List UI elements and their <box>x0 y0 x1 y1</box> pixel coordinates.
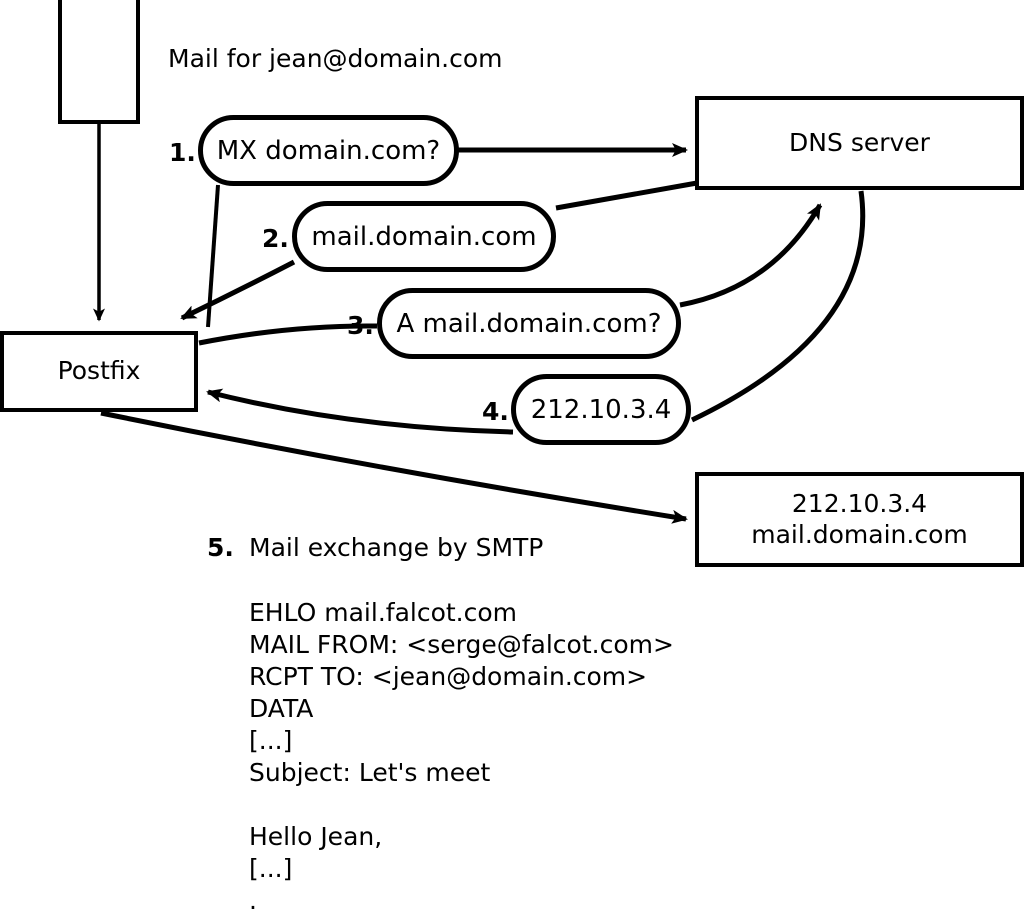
connector-bubble3-to-dns <box>679 203 823 308</box>
connector-bubble4-to-postfix <box>206 388 514 435</box>
smtp-transcript-line: [...] <box>249 854 293 883</box>
step-5-number: 5. <box>207 533 234 562</box>
smtp-transcript-line: EHLO mail.falcot.com <box>249 598 518 627</box>
connector-bubble2-to-postfix <box>180 259 296 321</box>
step-3-bubble: A mail.domain.com? <box>377 288 681 359</box>
page-title: Mail for jean@domain.com <box>168 44 503 73</box>
mail-server-box-hostname: mail.domain.com <box>751 519 968 549</box>
postfix-box-label: Postfix <box>57 356 141 386</box>
connector-dns-to-bubble2 <box>555 180 698 211</box>
connector-dns-to-bubble4 <box>690 190 866 423</box>
smtp-transcript-line: . <box>249 886 257 915</box>
smtp-transcript-line: MAIL FROM: <serge@falcot.com> <box>249 630 674 659</box>
smtp-transcript-line: Subject: Let's meet <box>249 758 491 787</box>
mail-server-box: 212.10.3.4 mail.domain.com <box>695 472 1024 567</box>
smtp-transcript-line: Hello Jean, <box>249 822 383 851</box>
step-2-number: 2. <box>262 224 289 253</box>
step-1-bubble-label: MX domain.com? <box>216 135 441 166</box>
step-3-bubble-label: A mail.domain.com? <box>396 308 662 339</box>
dns-server-box: DNS server <box>695 96 1024 190</box>
dns-server-box-label: DNS server <box>789 127 930 157</box>
client-box <box>58 0 140 124</box>
smtp-transcript-line: RCPT TO: <jean@domain.com> <box>249 662 648 691</box>
step-1-number: 1. <box>169 138 196 167</box>
step-3-number: 3. <box>347 311 374 340</box>
step-4-number: 4. <box>482 397 509 426</box>
smtp-transcript-line <box>249 789 674 821</box>
step-5-caption: Mail exchange by SMTP <box>249 533 544 562</box>
connector-postfix-to-bubble3 <box>198 323 378 346</box>
step-2-bubble: mail.domain.com <box>292 201 556 272</box>
step-1-bubble: MX domain.com? <box>198 115 459 186</box>
step-2-bubble-label: mail.domain.com <box>311 221 537 252</box>
step-4-bubble-label: 212.10.3.4 <box>530 394 672 425</box>
smtp-transcript-line: [...] <box>249 726 293 755</box>
connector-postfix-to-mailserver <box>100 410 688 524</box>
step-4-bubble: 212.10.3.4 <box>511 374 691 445</box>
smtp-transcript-line: DATA <box>249 694 314 723</box>
postfix-box: Postfix <box>0 331 198 412</box>
mail-server-box-ip: 212.10.3.4 <box>791 489 928 518</box>
